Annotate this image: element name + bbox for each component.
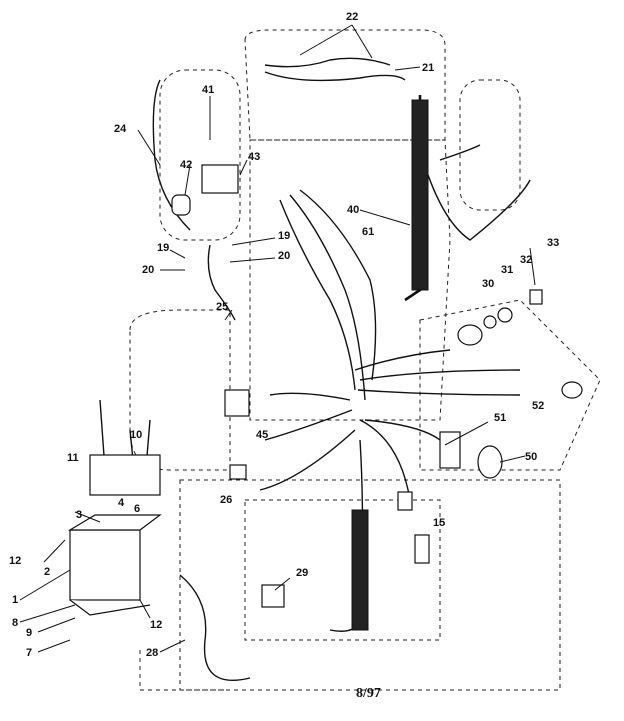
callout-7: 7 bbox=[26, 647, 32, 659]
callout-20-left: 20 bbox=[142, 264, 154, 276]
callout-6: 6 bbox=[134, 503, 140, 515]
callout-41: 41 bbox=[202, 84, 214, 96]
leader-lines bbox=[19, 24, 536, 653]
callout-26: 26 bbox=[220, 494, 232, 506]
callout-24: 24 bbox=[114, 123, 127, 135]
callout-12-bottom: 12 bbox=[150, 619, 162, 631]
callout-30: 30 bbox=[482, 278, 494, 290]
callout-20-right: 20 bbox=[278, 250, 290, 262]
callout-40: 40 bbox=[347, 204, 359, 216]
callout-52: 52 bbox=[532, 400, 544, 412]
callout-4: 4 bbox=[118, 497, 125, 509]
footer-code: 8/97 bbox=[356, 686, 381, 701]
wire-harness bbox=[99, 57, 531, 682]
callout-28: 28 bbox=[146, 647, 158, 659]
callout-43: 43 bbox=[248, 151, 260, 163]
callout-45: 45 bbox=[256, 429, 268, 441]
callout-12-top: 12 bbox=[9, 555, 21, 567]
callout-9: 9 bbox=[26, 627, 32, 639]
callout-labels: 22 21 41 24 42 43 40 61 19 19 20 20 33 3… bbox=[9, 11, 559, 659]
callout-8: 8 bbox=[12, 617, 18, 629]
callout-50: 50 bbox=[525, 451, 537, 463]
coil-wrap bbox=[351, 99, 429, 631]
callout-22: 22 bbox=[346, 11, 358, 23]
callout-25: 25 bbox=[216, 301, 228, 313]
callout-15: 15 bbox=[433, 517, 445, 529]
callout-31: 31 bbox=[501, 264, 513, 276]
callout-61: 61 bbox=[362, 226, 374, 238]
callout-51: 51 bbox=[494, 412, 506, 424]
callout-21: 21 bbox=[422, 62, 434, 74]
callout-33: 33 bbox=[547, 237, 559, 249]
callout-42: 42 bbox=[180, 159, 192, 171]
callout-1: 1 bbox=[12, 594, 18, 606]
parts bbox=[67, 164, 583, 616]
callout-11: 11 bbox=[67, 452, 79, 464]
callout-3: 3 bbox=[76, 509, 82, 521]
callout-32: 32 bbox=[520, 254, 532, 266]
callout-10: 10 bbox=[130, 429, 142, 441]
callout-19-left: 19 bbox=[157, 242, 169, 254]
callout-29: 29 bbox=[296, 567, 308, 579]
callout-19-right: 19 bbox=[278, 230, 290, 242]
callout-2: 2 bbox=[44, 566, 50, 578]
